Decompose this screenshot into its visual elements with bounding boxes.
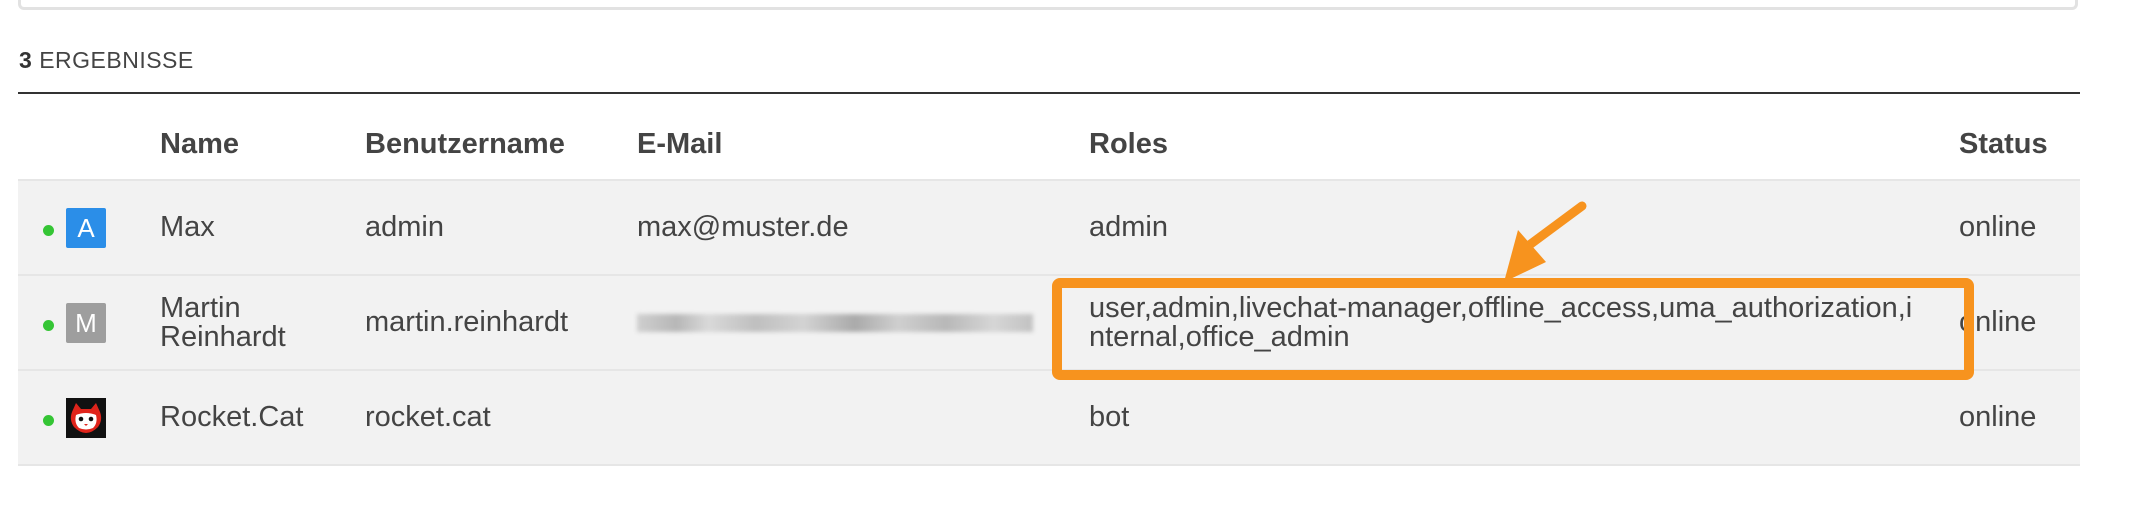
header-presence	[18, 110, 66, 180]
search-box[interactable]	[18, 0, 2078, 10]
presence-cell	[18, 275, 66, 370]
avatar-cell	[66, 370, 160, 465]
user-username: admin	[365, 211, 444, 243]
user-name: Max	[160, 211, 215, 243]
results-count-label: ERGEBNISSE	[39, 47, 194, 73]
blurred-email-redaction	[637, 314, 1033, 333]
presence-cell	[18, 180, 66, 275]
user-name: Rocket.Cat	[160, 401, 304, 433]
user-username: rocket.cat	[365, 401, 491, 433]
user-username: martin.reinhardt	[365, 306, 569, 338]
users-table: Name Benutzername E-Mail Roles Status A …	[18, 110, 2080, 466]
avatar: M	[66, 302, 106, 343]
user-status: online	[1959, 211, 2037, 243]
user-email-obscured	[637, 275, 1089, 370]
header-username[interactable]: Benutzername	[365, 128, 565, 160]
rocket-cat-icon	[66, 397, 106, 438]
user-roles: bot	[1089, 401, 1130, 433]
online-status-dot	[43, 320, 54, 331]
header-roles[interactable]: Roles	[1089, 128, 1168, 160]
presence-cell	[18, 370, 66, 465]
online-status-dot	[43, 415, 54, 426]
user-status: online	[1959, 401, 2037, 433]
user-status: online	[1959, 306, 2037, 338]
user-roles: admin	[1089, 211, 1168, 243]
header-avatar	[66, 110, 160, 180]
avatar-cell: A	[66, 180, 160, 275]
header-email[interactable]: E-Mail	[637, 128, 723, 160]
avatar-cell: M	[66, 275, 160, 370]
user-email	[637, 370, 1089, 465]
table-row[interactable]: M Martin Reinhardt martin.reinhardt user…	[18, 275, 2080, 370]
header-name[interactable]: Name	[160, 128, 239, 160]
user-name: Martin Reinhardt	[160, 291, 286, 353]
table-header-row: Name Benutzername E-Mail Roles Status	[18, 110, 2080, 180]
user-email: max@muster.de	[637, 211, 849, 243]
avatar: A	[66, 207, 106, 248]
table-row[interactable]: A Max admin max@muster.de admin online	[18, 180, 2080, 275]
results-count: 3 ERGEBNISSE	[19, 47, 194, 74]
divider	[18, 92, 2080, 94]
table-row[interactable]: Rocket.Cat rocket.cat bot online	[18, 370, 2080, 465]
online-status-dot	[43, 225, 54, 236]
results-count-number: 3	[19, 47, 33, 73]
user-roles: user,admin,livechat-manager,offline_acce…	[1089, 291, 1913, 353]
header-status[interactable]: Status	[1959, 128, 2048, 160]
